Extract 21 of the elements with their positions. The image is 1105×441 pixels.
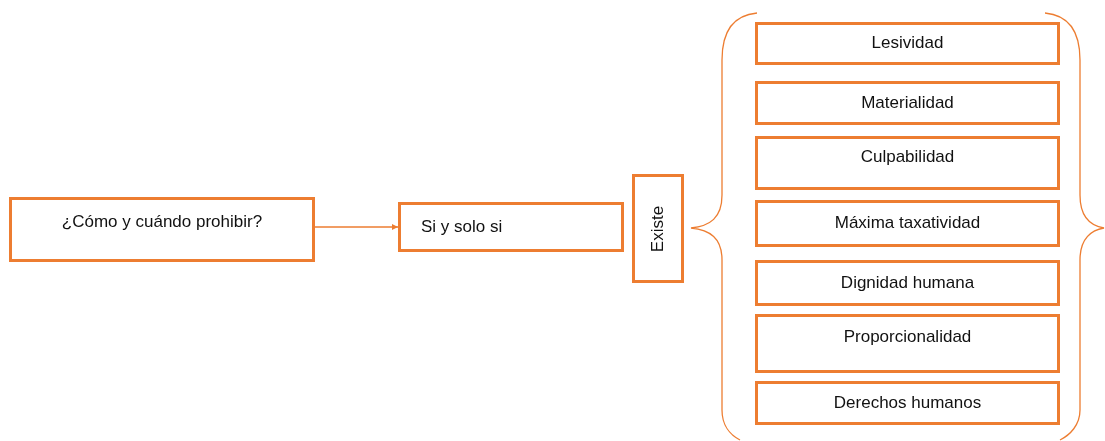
box-label: Existe — [648, 205, 668, 252]
text-box — [755, 136, 1060, 190]
text-box — [755, 200, 1060, 247]
text-box — [755, 314, 1060, 373]
box-label: Dignidad humana — [840, 272, 975, 294]
box-label: Máxima taxatividad — [834, 213, 981, 234]
text-box — [632, 174, 684, 283]
box-label: Lesividad — [871, 33, 944, 54]
box-label: Derechos humanos — [833, 392, 982, 414]
text-box — [755, 81, 1060, 125]
text-box — [9, 197, 315, 262]
arrow — [314, 223, 399, 231]
text-box — [755, 260, 1060, 306]
text-box — [755, 381, 1060, 425]
box-label: Si y solo si — [421, 216, 503, 238]
box-label: Materialidad — [861, 92, 954, 114]
text-box — [398, 202, 624, 252]
box-label: Proporcionalidad — [843, 327, 972, 348]
box-label: Culpabilidad — [860, 147, 955, 168]
text-box — [755, 22, 1060, 65]
box-label: ¿Cómo y cuándo prohibir? — [61, 212, 263, 233]
